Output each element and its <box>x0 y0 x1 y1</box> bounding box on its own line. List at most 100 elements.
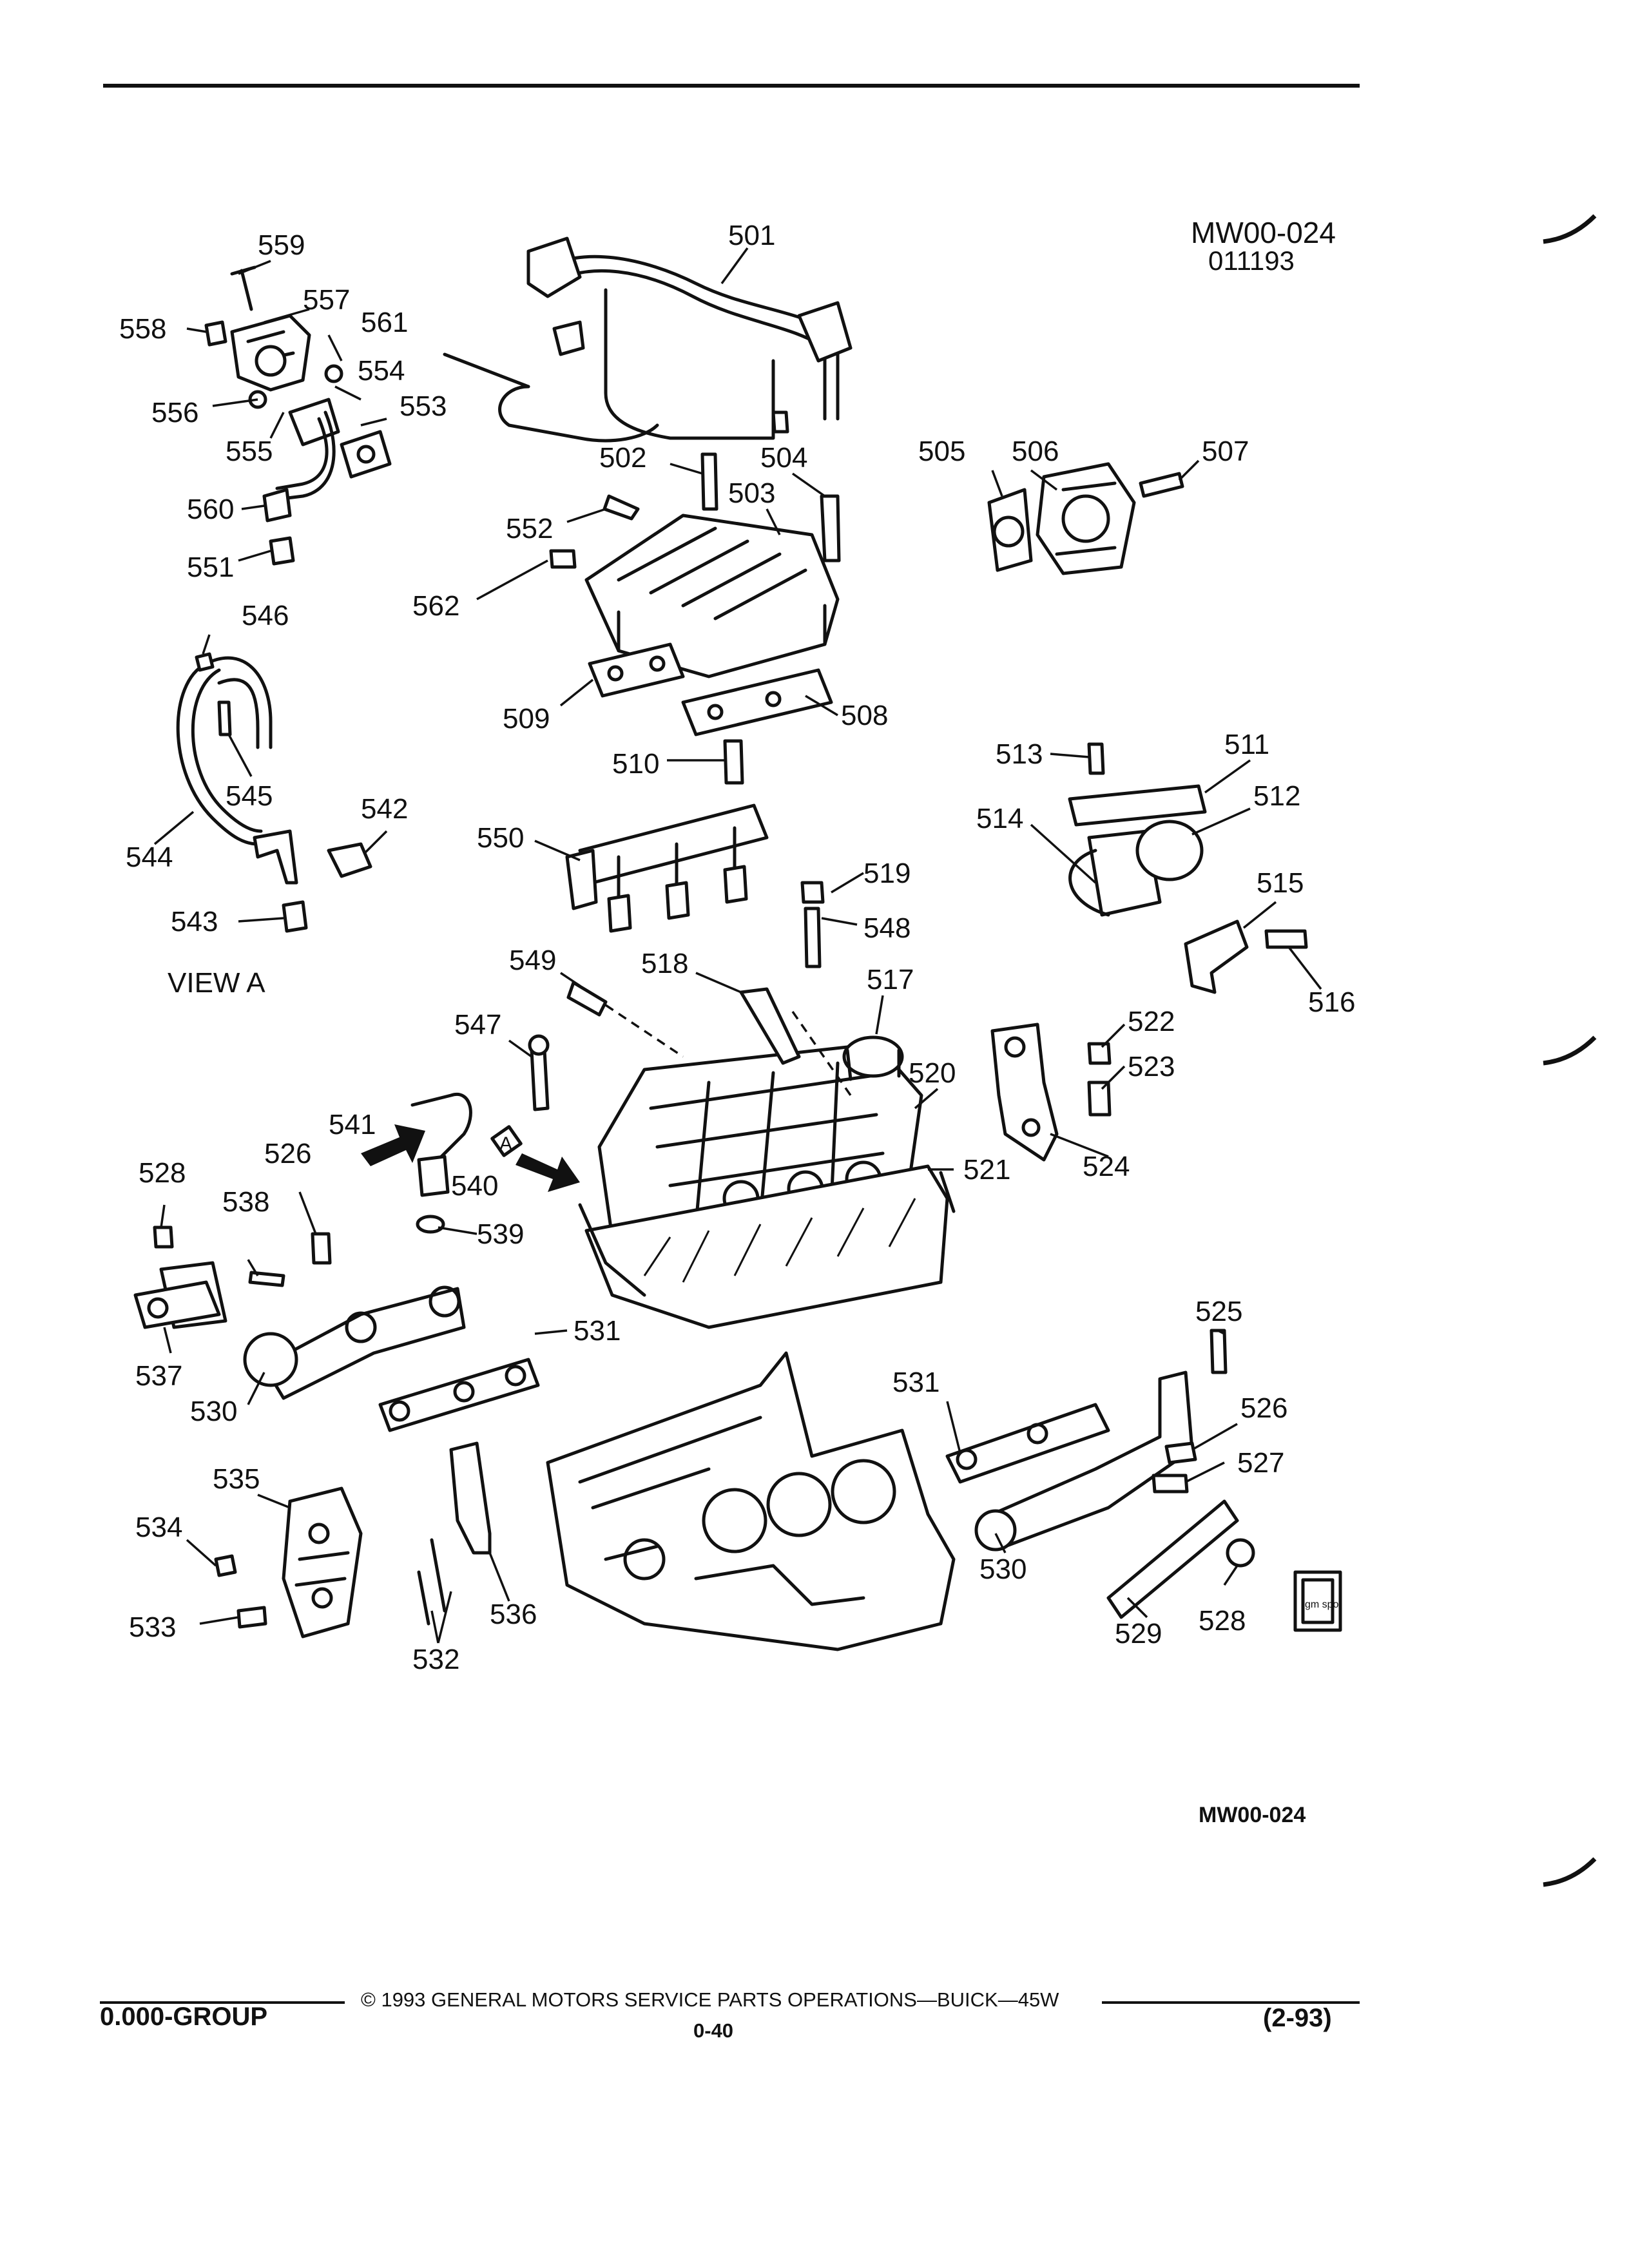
callout-547: 547 <box>454 1009 501 1041</box>
callout-555: 555 <box>226 436 273 467</box>
callout-526-left: 526 <box>264 1138 311 1169</box>
top-rule <box>103 84 1360 88</box>
callout-546: 546 <box>242 600 289 631</box>
footer-rule-right <box>1102 2001 1360 2004</box>
callout-553: 553 <box>400 390 447 422</box>
callout-522: 522 <box>1128 1006 1175 1037</box>
figure-reference-date: 011193 <box>1208 245 1295 276</box>
callout-545: 545 <box>226 780 273 812</box>
callout-535: 535 <box>213 1463 260 1495</box>
callout-509: 509 <box>503 703 550 735</box>
right-exhaust-manifold <box>945 1329 1255 1619</box>
callout-552: 552 <box>506 513 553 544</box>
callout-529: 529 <box>1115 1618 1162 1649</box>
callout-511: 511 <box>1224 729 1269 760</box>
callout-524: 524 <box>1083 1151 1130 1182</box>
callout-516: 516 <box>1308 986 1355 1018</box>
callout-551: 551 <box>187 552 234 583</box>
callout-519: 519 <box>863 858 911 889</box>
wiring-harness <box>443 236 853 443</box>
callout-538: 538 <box>222 1186 269 1218</box>
upper-intake-plenum <box>584 514 840 736</box>
callout-508: 508 <box>841 700 888 731</box>
callout-562: 562 <box>412 590 459 622</box>
accessory-bracket <box>990 1023 1112 1162</box>
callout-531-left: 531 <box>574 1315 621 1347</box>
callout-504: 504 <box>760 442 807 474</box>
callout-501: 501 <box>728 220 775 251</box>
callout-539: 539 <box>477 1218 524 1250</box>
callout-549: 549 <box>509 945 556 976</box>
callout-534: 534 <box>135 1512 182 1543</box>
throttle-body <box>987 462 1184 575</box>
view-a-label: VIEW A <box>168 967 265 999</box>
callout-526-right: 526 <box>1240 1392 1287 1424</box>
footer-page-number: 0-40 <box>693 2019 734 2042</box>
callout-533: 533 <box>129 1611 176 1643</box>
callout-515: 515 <box>1257 867 1304 899</box>
callout-530-right: 530 <box>979 1553 1027 1585</box>
bottom-figure-reference: MW00-024 <box>1199 1803 1306 1827</box>
callout-554: 554 <box>358 355 405 387</box>
callout-531-right: 531 <box>892 1367 940 1398</box>
callout-528-right: 528 <box>1199 1605 1246 1637</box>
callout-528-left: 528 <box>139 1157 186 1189</box>
callout-556: 556 <box>151 397 198 428</box>
callout-558: 558 <box>119 313 166 345</box>
footer-group-label: 0.000-GROUP <box>100 2003 268 2031</box>
callout-557: 557 <box>303 284 350 316</box>
callout-507: 507 <box>1202 436 1249 467</box>
binding-mark-1 <box>1543 214 1597 244</box>
plenum-fasteners <box>549 452 841 785</box>
callout-labels: 559 558 557 561 556 554 553 555 560 551 … <box>119 220 1355 1675</box>
callout-550: 550 <box>477 822 524 854</box>
callout-506: 506 <box>1012 436 1059 467</box>
callout-536: 536 <box>490 1599 537 1630</box>
callout-521: 521 <box>963 1154 1010 1186</box>
callout-518: 518 <box>641 948 688 979</box>
callout-505: 505 <box>918 436 965 467</box>
lower-brackets <box>214 1441 492 1639</box>
left-exhaust-manifold <box>133 1225 540 1432</box>
callout-512: 512 <box>1253 780 1300 812</box>
callout-537: 537 <box>135 1360 182 1392</box>
gm-spo-logo: gm spo <box>1293 1570 1342 1632</box>
egr-valve-assembly <box>204 265 392 566</box>
callout-560: 560 <box>187 494 234 525</box>
view-a-hose-assembly <box>176 652 372 933</box>
view-a-marker-letter: A <box>499 1133 512 1155</box>
callout-leaders <box>153 247 1322 1644</box>
figure-reference-code: MW00-024 <box>1191 216 1336 249</box>
gm-spo-logo-text: gm spo <box>1305 1599 1339 1610</box>
callout-513: 513 <box>996 738 1043 770</box>
binding-mark-3 <box>1543 1857 1597 1887</box>
oxygen-sensor <box>361 1092 580 1234</box>
fuel-pressure-regulator <box>1068 742 1308 994</box>
fuel-rail-assembly <box>565 803 825 968</box>
callout-548: 548 <box>863 912 911 944</box>
callout-502: 502 <box>599 442 646 474</box>
callout-543: 543 <box>171 906 218 937</box>
callout-544: 544 <box>126 841 173 873</box>
callout-510: 510 <box>612 748 659 780</box>
lower-intake-manifold <box>528 981 956 1329</box>
callout-530-left: 530 <box>190 1396 237 1427</box>
callout-532: 532 <box>412 1644 459 1675</box>
callout-559: 559 <box>258 229 305 261</box>
callout-541: 541 <box>329 1109 376 1140</box>
callout-514: 514 <box>976 803 1023 834</box>
footer-revision-date: (2-93) <box>1263 2004 1332 2032</box>
engine-block <box>546 1351 956 1651</box>
binding-mark-2 <box>1543 1035 1597 1066</box>
callout-542: 542 <box>361 793 408 825</box>
callout-525: 525 <box>1195 1296 1242 1327</box>
callout-523: 523 <box>1128 1051 1175 1082</box>
callout-520: 520 <box>909 1057 956 1089</box>
footer-rule-left <box>100 2001 345 2004</box>
callout-540: 540 <box>451 1170 498 1202</box>
callout-527: 527 <box>1237 1447 1284 1479</box>
callout-503: 503 <box>728 477 775 509</box>
callout-561: 561 <box>361 307 408 338</box>
